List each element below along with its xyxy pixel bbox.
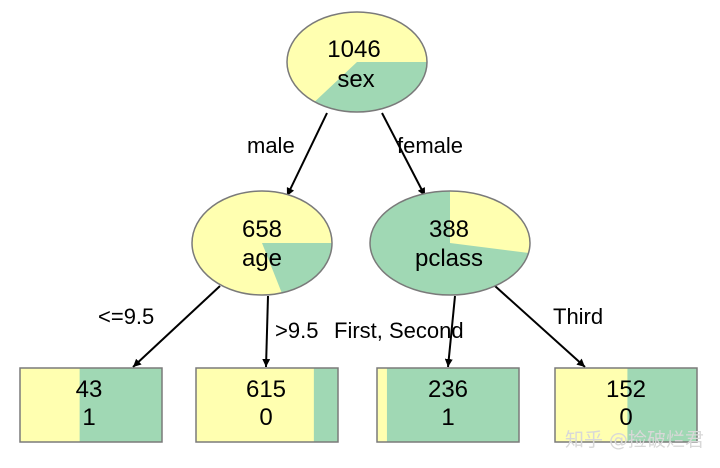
- edge-label-female: female: [397, 133, 463, 158]
- leaf-2: 615 0: [195, 367, 339, 443]
- leaf-3-green: [386, 368, 519, 442]
- edge-label-le95: <=9.5: [98, 304, 154, 329]
- leaf-1-label: 1: [82, 404, 95, 431]
- node-age-count: 658: [242, 216, 282, 243]
- leaf-3-outline: [376, 367, 520, 443]
- leaf-4-label: 0: [619, 404, 632, 431]
- leaf-2-label: 0: [259, 404, 272, 431]
- leaf-4-green: [627, 368, 697, 442]
- node-age-outline: [191, 190, 333, 296]
- edge-label-male: male: [247, 133, 295, 158]
- node-pclass-feature: pclass: [415, 245, 483, 272]
- node-root-count: 1046: [327, 36, 380, 63]
- leaf-2-count: 615: [246, 376, 286, 403]
- node-age: 658 age: [191, 190, 333, 296]
- edges: [132, 112, 586, 368]
- node-root-feature: sex: [337, 66, 374, 93]
- edge-pclass-leaf3: [444, 295, 456, 368]
- leaf-2-outline: [195, 367, 339, 443]
- node-pclass-outline: [369, 190, 531, 296]
- leaf-3-label: 1: [441, 404, 454, 431]
- leaf-3: 236 1: [376, 367, 520, 443]
- edge-label-third: Third: [553, 304, 603, 329]
- leaf-4-outline: [554, 367, 698, 443]
- leaf-1-count: 43: [76, 376, 103, 403]
- leaf-3-count: 236: [428, 376, 468, 403]
- edge-root-pclass: [381, 112, 426, 197]
- node-age-feature: age: [242, 245, 282, 272]
- leaf-1-outline: [19, 367, 163, 443]
- node-age-slice: [262, 243, 332, 295]
- leaf-4: 152 0: [554, 367, 698, 443]
- edge-label-gt95: >9.5: [275, 318, 318, 343]
- edge-root-age: [286, 112, 328, 197]
- node-pclass: 388 pclass: [369, 190, 531, 296]
- leaf-1: 43 1: [19, 367, 163, 443]
- edge-pclass-leaf4: [494, 285, 586, 368]
- watermark: 知乎 @捡破烂君: [565, 429, 704, 451]
- edge-label-first-second: First, Second: [334, 318, 464, 343]
- leaf-2-green: [313, 368, 338, 442]
- leaf-4-count: 152: [606, 376, 646, 403]
- edge-age-leaf2: [262, 295, 271, 368]
- node-root-outline: [286, 11, 428, 113]
- node-pclass-slice: [450, 191, 530, 259]
- edge-age-leaf1: [132, 285, 221, 368]
- node-pclass-count: 388: [429, 216, 469, 243]
- leaf-1-green: [79, 368, 162, 442]
